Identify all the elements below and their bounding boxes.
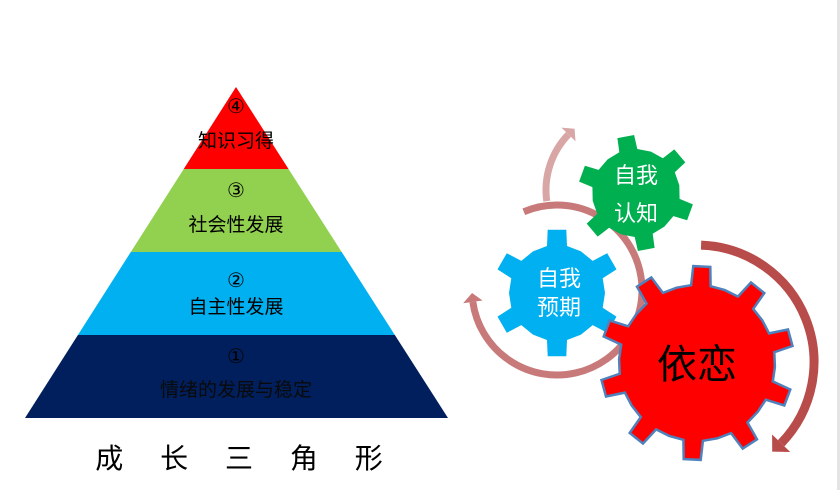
- attachment-cycle-arrow-arrowhead-icon: [772, 434, 791, 453]
- pyramid-level-4: [183, 87, 289, 169]
- pyramid-title: 成 长 三 角 形: [95, 442, 397, 475]
- self-expectation-line2: 预期: [537, 296, 581, 321]
- level-4-number: ④: [227, 94, 245, 118]
- self-expectation-line1: 自我: [537, 267, 581, 292]
- attachment-label: 依恋: [657, 342, 737, 388]
- attachment-cycle-arrow-arc: [700, 240, 819, 447]
- level-3-label: 社会性发展: [188, 214, 283, 236]
- self-cognition-line1: 自我: [614, 164, 658, 189]
- pyramid-level-3: [130, 169, 342, 252]
- pyramid-level-1: [25, 335, 448, 418]
- gear-self-cognition: [579, 135, 693, 251]
- level-2-label: 自主性发展: [188, 296, 283, 318]
- gear-self-expectation: [497, 229, 617, 357]
- level-3-number: ③: [227, 178, 245, 202]
- level-1-number: ①: [227, 344, 245, 368]
- growth-pyramid: ① 情绪的发展与稳定 ② 自主性发展 ③ 社会性发展 ④ 知识习得: [25, 87, 448, 418]
- cognition-cycle-arrow-arc: [542, 131, 572, 202]
- gear-cycle: 自我 认知 自我 预期 依恋: [463, 127, 819, 462]
- slide-edge: [837, 0, 840, 490]
- expectation-cycle-arrow-arrowhead-icon: [463, 292, 483, 304]
- pyramid-level-2: [77, 252, 395, 335]
- level-2-number: ②: [227, 268, 245, 292]
- self-cognition-line2: 认知: [614, 202, 658, 227]
- cognition-cycle-arrow-arrowhead-icon: [561, 127, 576, 142]
- gear-attachment: [599, 264, 795, 462]
- level-4-label: 知识习得: [198, 130, 274, 152]
- level-1-label: 情绪的发展与稳定: [160, 379, 312, 401]
